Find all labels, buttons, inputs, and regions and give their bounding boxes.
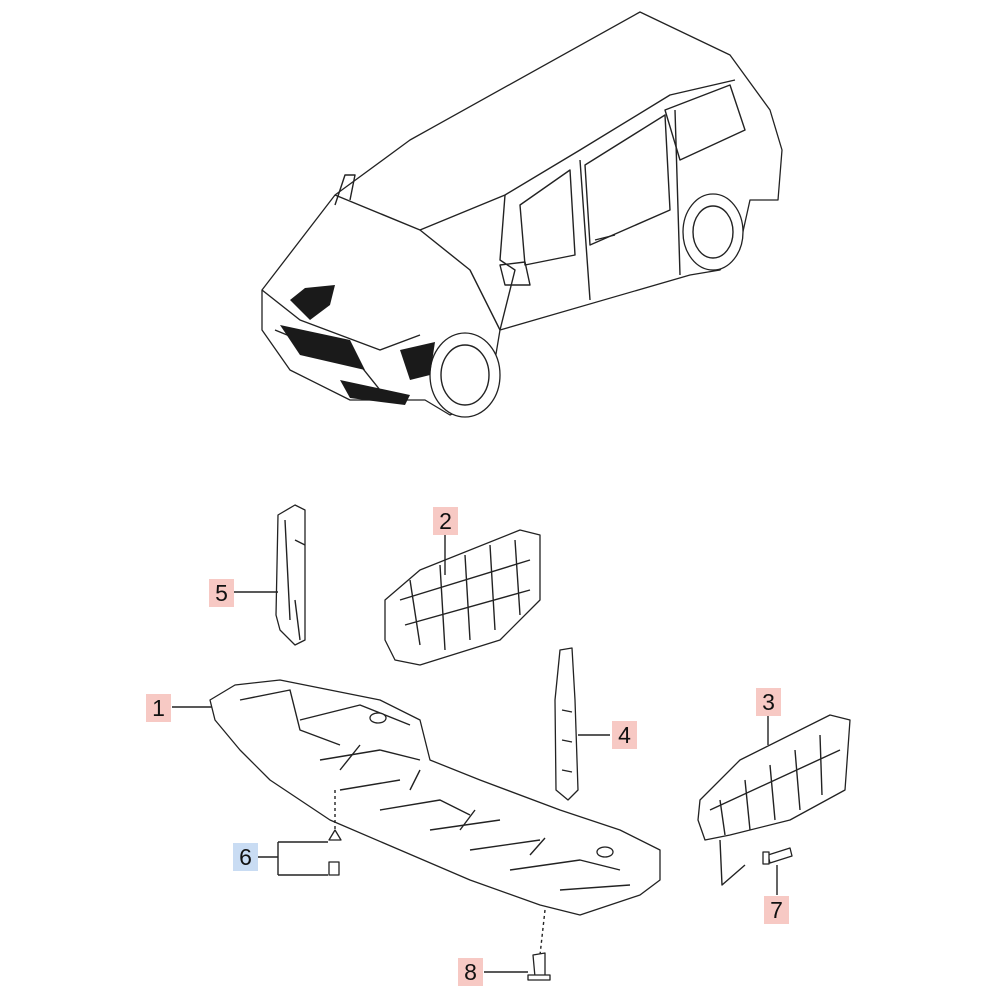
part-5-side-cover	[234, 504, 306, 646]
callout-7[interactable]: 7	[764, 896, 789, 924]
callout-8[interactable]: 8	[458, 958, 483, 986]
callout-3[interactable]: 3	[756, 688, 781, 716]
callout-6[interactable]: 6	[233, 843, 258, 871]
callout-1[interactable]: 1	[146, 694, 171, 722]
part-3-under-cover	[697, 712, 851, 886]
part-2-under-cover	[384, 529, 541, 666]
part-7-bolt	[762, 847, 793, 895]
callout-4[interactable]: 4	[612, 721, 637, 749]
callout-5[interactable]: 5	[209, 579, 234, 607]
part-6-clips	[258, 790, 342, 876]
part-1-main-under-cover	[172, 679, 661, 916]
part-4-bracket	[554, 647, 610, 801]
vehicle-illustration	[261, 11, 783, 418]
callout-2[interactable]: 2	[433, 507, 458, 535]
part-8-bolt	[484, 909, 551, 981]
